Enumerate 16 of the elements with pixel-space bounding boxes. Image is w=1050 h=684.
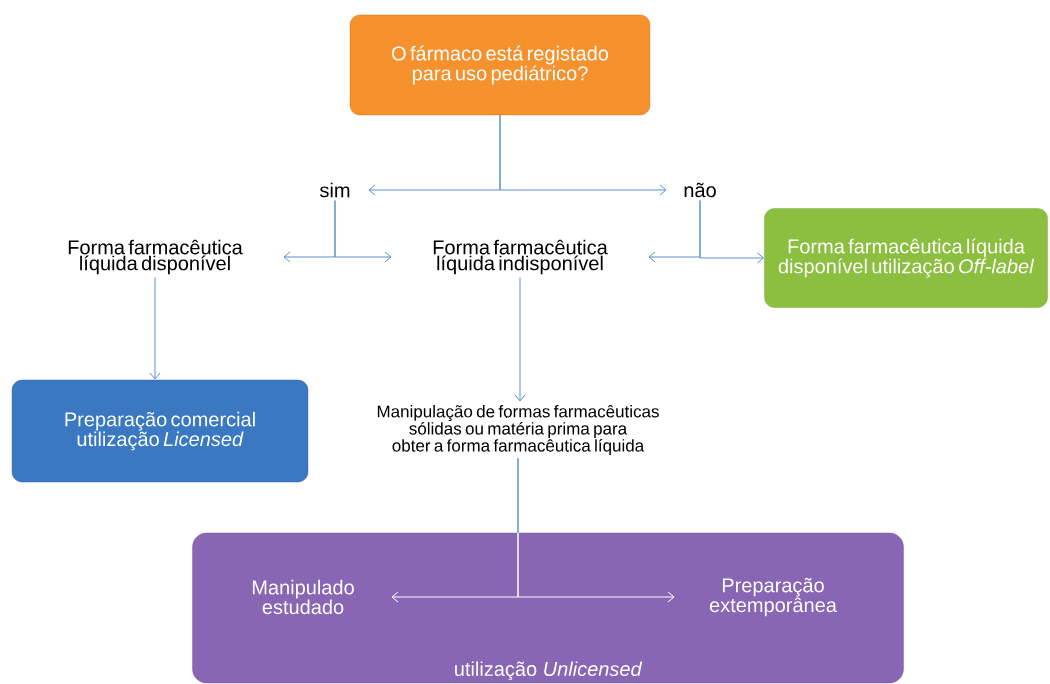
connector-arrow [149,277,161,380]
option-text: Manipulado estudado [252,579,354,615]
process-text: Manipulação de formas farmacêuticas sólidas ou matéria prima para obter a forma farmacêutica líquida [377,404,659,456]
option-text: Preparação extemporânea [709,577,837,617]
connector-arrow [499,114,667,196]
outcome-text: Forma farmacêutica líquida disponível [68,239,243,275]
outcome-box: Forma farmacêutica líquida disponível utilização Off-label [764,208,1048,308]
question-box: O fármaco está registado para uso pediátrico? [349,14,651,116]
outcome-text: Forma farmacêutica líquida indisponível [433,239,608,275]
branch-label: sim [320,182,350,198]
connector-arrow [517,457,675,603]
outcome-box: Preparação comercial utilização Licensed [11,379,309,483]
connector-arrow [514,277,526,402]
branch-label: não [684,182,716,198]
connector-arrow [334,200,392,263]
connector-arrow [699,199,764,264]
